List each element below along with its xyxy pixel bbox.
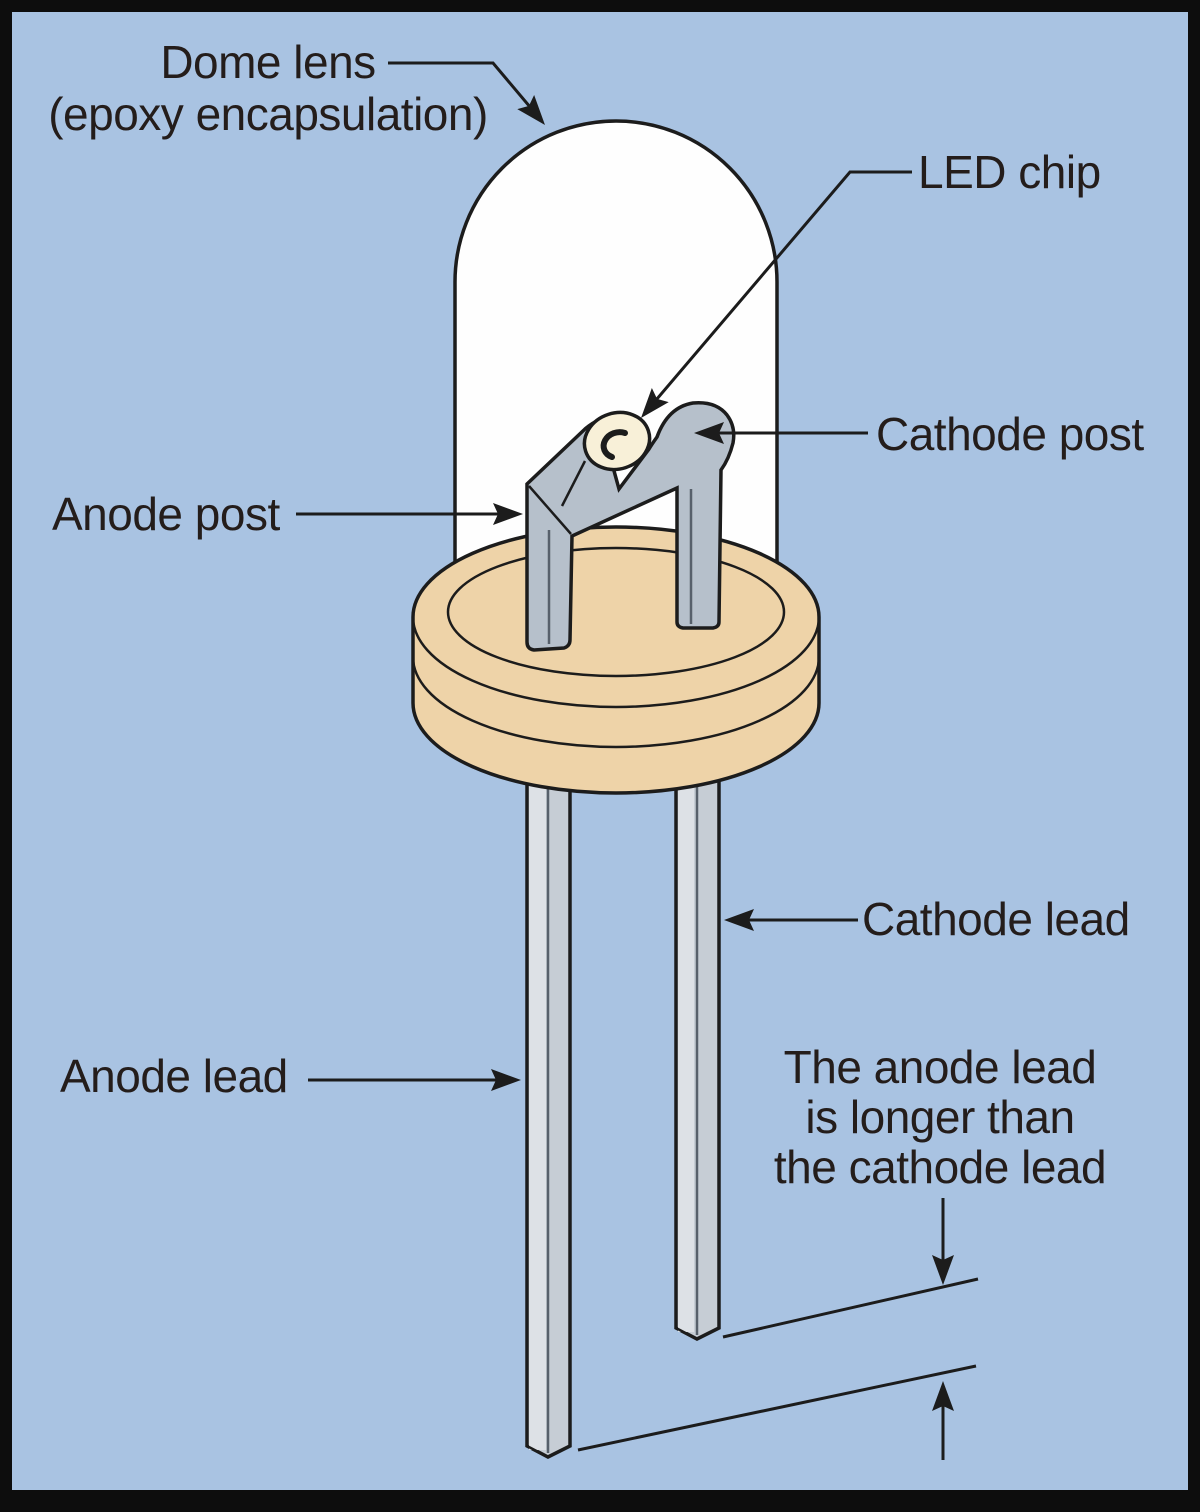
base-flange-shape (411, 525, 821, 795)
anode-lead-shape (525, 758, 572, 1459)
anode-lead-label: Anode lead (60, 1050, 288, 1102)
lead-length-note-line1: The anode lead (783, 1041, 1097, 1093)
cathode-lead-arrowhead (724, 909, 754, 931)
lead-frame-metal (525, 401, 736, 652)
dome-lens-label-line1: Dome lens (160, 36, 376, 88)
led-chip-label: LED chip (918, 146, 1101, 198)
anode-cathode-posts-shape (525, 401, 736, 652)
lead-length-dimension-lines (577, 1198, 979, 1460)
anode-post-crease (528, 485, 572, 535)
anode-length-arrowhead (932, 1381, 954, 1411)
lead-length-note-line3: the cathode lead (773, 1141, 1107, 1193)
leader-lines (296, 61, 912, 1091)
dome-lens-label: Dome lens (epoxy encapsulation) (38, 36, 498, 140)
anode-length-reference-line (577, 1364, 977, 1452)
anode-post-label: Anode post (52, 488, 280, 540)
anode-post-arrowhead (493, 503, 523, 525)
led-chip-arrowhead (641, 387, 669, 418)
cathode-length-reference-line (722, 1277, 979, 1339)
led-chip-shape (582, 410, 652, 472)
dome-lens-arrowhead (517, 94, 545, 125)
anode-lead-arrowhead (491, 1069, 521, 1091)
lead-length-note: The anode lead is longer than the cathod… (728, 1042, 1152, 1192)
cathode-post-label: Cathode post (876, 408, 1144, 460)
arm-crease (560, 460, 587, 507)
chip-wire-mark (600, 429, 628, 460)
cathode-lead-label: Cathode lead (862, 893, 1130, 945)
lead-length-note-line2: is longer than (805, 1091, 1075, 1143)
cathode-length-arrowhead (932, 1255, 954, 1285)
cathode-post-arrowhead (694, 422, 724, 444)
dome-lens-label-line2: (epoxy encapsulation) (48, 88, 488, 140)
cathode-lead-shape (674, 758, 721, 1341)
